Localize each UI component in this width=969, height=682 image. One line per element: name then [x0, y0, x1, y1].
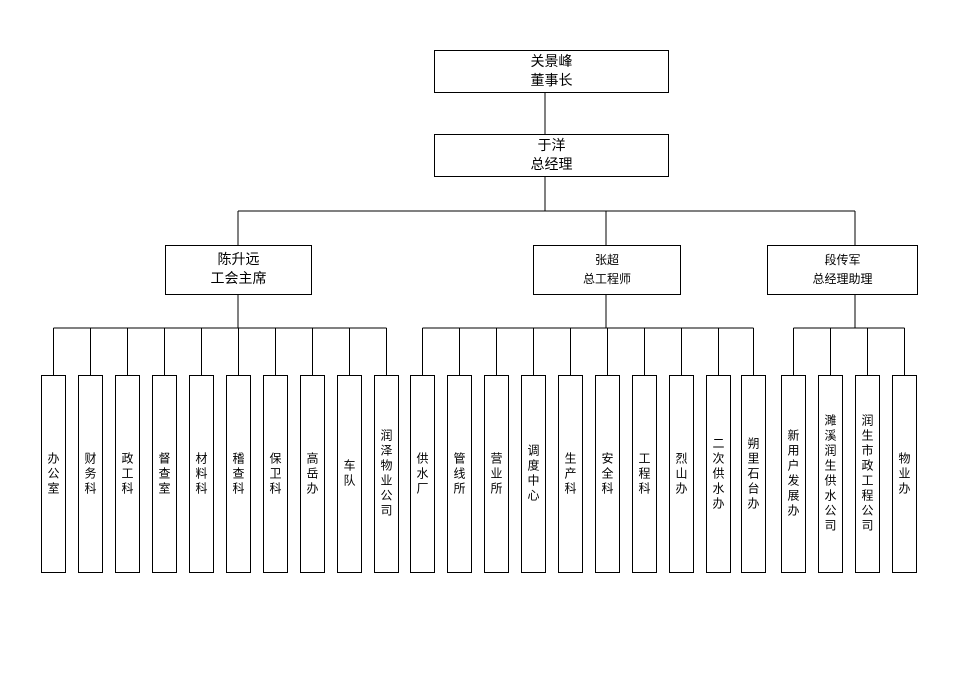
- department-label: 供水厂: [415, 451, 429, 497]
- department-box: 润泽物业公司: [374, 375, 399, 573]
- department-label: 朔里石台办: [746, 436, 760, 512]
- department-box: 工程科: [632, 375, 657, 573]
- manager-name: 段传军: [824, 253, 861, 267]
- department-box: 高岳办: [300, 375, 325, 573]
- department-label: 濉溪润生供水公司: [823, 414, 837, 534]
- department-box: 政工科: [115, 375, 140, 573]
- department-label: 高岳办: [305, 451, 319, 497]
- department-label: 物业办: [897, 451, 911, 497]
- chairman-box: 关景峰 董事长: [434, 50, 669, 93]
- department-label: 督查室: [157, 451, 171, 497]
- department-box: 物业办: [892, 375, 917, 573]
- department-label: 保卫科: [268, 451, 282, 497]
- manager-title: 工会主席: [210, 271, 267, 287]
- department-box: 材料科: [189, 375, 214, 573]
- department-box: 财务科: [78, 375, 103, 573]
- department-box: 管线所: [447, 375, 472, 573]
- department-label: 二次供水办: [711, 436, 725, 512]
- department-label: 工程科: [637, 451, 651, 497]
- department-label: 政工科: [120, 451, 134, 497]
- department-box: 保卫科: [263, 375, 288, 573]
- department-box: 安全科: [595, 375, 620, 573]
- department-box: 生产科: [558, 375, 583, 573]
- department-label: 新用户发展办: [786, 429, 800, 519]
- department-box: 稽查科: [226, 375, 251, 573]
- department-box: 烈山办: [669, 375, 694, 573]
- manager-name: 陈升远: [217, 252, 260, 268]
- department-label: 车队: [342, 459, 356, 489]
- department-label: 稽查科: [231, 451, 245, 497]
- department-box: 濉溪润生供水公司: [818, 375, 843, 573]
- department-label: 材料科: [194, 451, 208, 497]
- department-label: 润生市政工程公司: [860, 414, 874, 534]
- general-manager-box: 于洋 总经理: [434, 134, 669, 177]
- manager-name: 张超: [594, 253, 619, 267]
- department-box: 调度中心: [521, 375, 546, 573]
- gm-name: 于洋: [537, 137, 566, 154]
- department-box: 供水厂: [410, 375, 435, 573]
- manager-box-assistant: 段传军 总经理助理: [767, 245, 918, 295]
- department-label: 润泽物业公司: [379, 429, 393, 519]
- chairman-name: 关景峰: [530, 53, 573, 70]
- department-label: 烈山办: [674, 451, 688, 497]
- chairman-title: 董事长: [530, 72, 573, 89]
- department-box: 润生市政工程公司: [855, 375, 880, 573]
- manager-title: 总经理助理: [812, 272, 873, 286]
- department-label: 安全科: [600, 451, 614, 497]
- gm-title: 总经理: [530, 156, 573, 173]
- department-box: 朔里石台办: [741, 375, 766, 573]
- department-box: 二次供水办: [706, 375, 731, 573]
- manager-box-chief-engineer: 张超 总工程师: [533, 245, 681, 295]
- department-box: 营业所: [484, 375, 509, 573]
- department-label: 管线所: [452, 451, 466, 497]
- department-label: 生产科: [563, 451, 577, 497]
- manager-box-union: 陈升远 工会主席: [165, 245, 312, 295]
- department-label: 营业所: [489, 451, 503, 497]
- department-label: 财务科: [83, 451, 97, 497]
- department-box: 督查室: [152, 375, 177, 573]
- manager-title: 总工程师: [582, 272, 631, 286]
- department-box: 车队: [337, 375, 362, 573]
- department-box: 办公室: [41, 375, 66, 573]
- department-label: 调度中心: [526, 444, 540, 504]
- department-label: 办公室: [46, 451, 60, 497]
- department-box: 新用户发展办: [781, 375, 806, 573]
